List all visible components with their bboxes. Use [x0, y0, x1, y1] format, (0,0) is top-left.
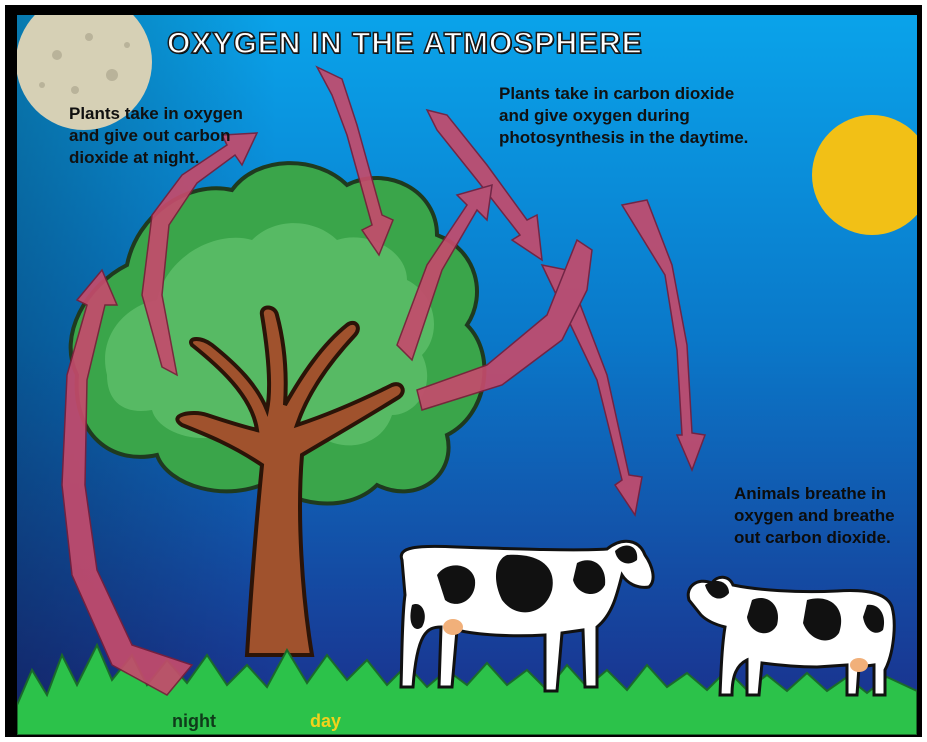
- day-legend-label: day: [310, 711, 341, 732]
- night-legend-label: night: [172, 711, 216, 732]
- diagram-scene: OXYGEN IN THE ATMOSPHERE Plants take in …: [17, 15, 917, 735]
- animals-process-label: Animals breathe in oxygen and breathe ou…: [734, 483, 917, 549]
- diagram-title: OXYGEN IN THE ATMOSPHERE: [167, 27, 707, 61]
- diagram-frame: OXYGEN IN THE ATMOSPHERE Plants take in …: [5, 5, 922, 737]
- day-process-label: Plants take in carbon dioxide and give o…: [499, 83, 839, 149]
- night-process-label: Plants take in oxygen and give out carbo…: [69, 103, 299, 169]
